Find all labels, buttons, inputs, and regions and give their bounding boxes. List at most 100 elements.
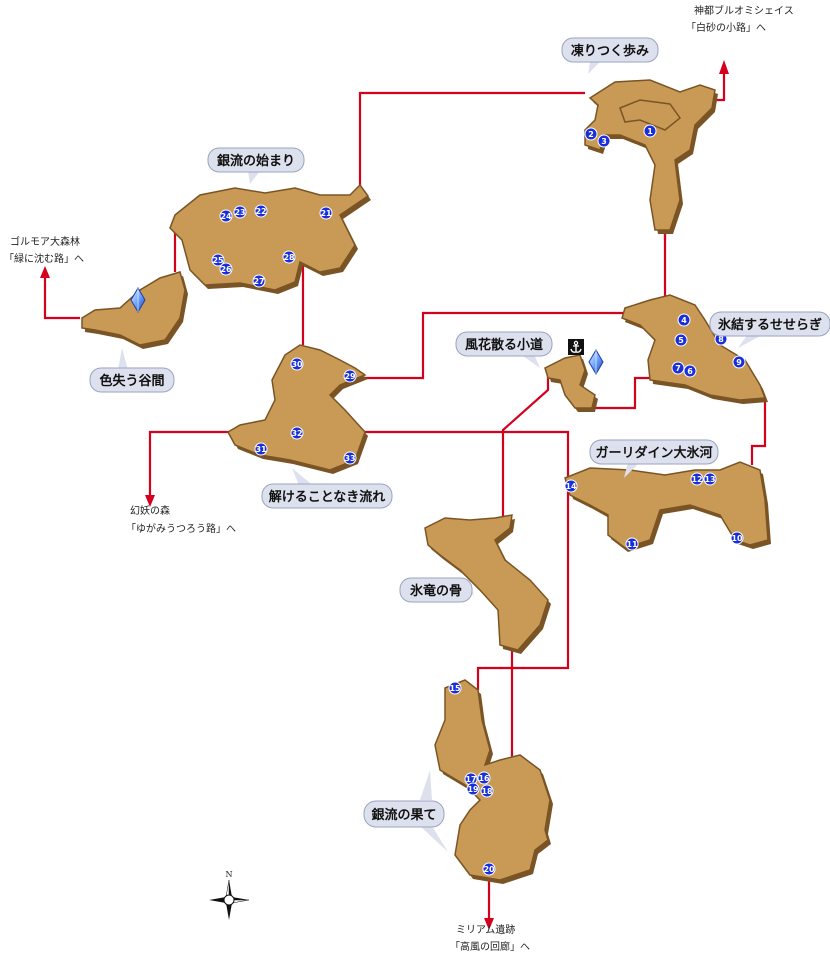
area-fuka (544, 354, 596, 409)
area-garidain (564, 461, 769, 549)
callout-garidain: ガーリダイン大氷河 (589, 439, 719, 478)
callout-fuka: 風花散る小道 (455, 331, 553, 368)
pin-30[interactable]: 30 (290, 357, 304, 371)
svg-text:色失う谷間: 色失う谷間 (99, 373, 164, 389)
svg-text:31: 31 (255, 445, 267, 454)
pin-15[interactable]: 15 (448, 681, 462, 695)
svg-text:16: 16 (478, 774, 490, 783)
save-crystal-icon[interactable] (588, 349, 604, 375)
svg-text:「高風の回廊」へ: 「高風の回廊」へ (450, 940, 530, 953)
pin-7[interactable]: 7 (671, 361, 685, 375)
pin-2[interactable]: 2 (584, 127, 598, 141)
svg-text:33: 33 (344, 454, 355, 463)
svg-text:11: 11 (626, 540, 638, 549)
svg-text:「緑に沈む路」へ: 「緑に沈む路」へ (4, 252, 84, 265)
pin-23[interactable]: 23 (233, 205, 247, 219)
svg-text:「ゆがみうつろう路」へ: 「ゆがみうつろう路」へ (126, 522, 236, 535)
svg-text:26: 26 (220, 265, 232, 274)
pin-29[interactable]: 29 (343, 369, 357, 383)
anchor-icon[interactable] (568, 339, 584, 355)
pin-31[interactable]: 31 (254, 442, 268, 456)
pin-22[interactable]: 22 (254, 204, 268, 218)
pin-6[interactable]: 6 (683, 364, 697, 378)
pin-18[interactable]: 18 (480, 784, 494, 798)
exit-north[interactable]: 神都ブルオミシェイス 「白砂の小路」へ (686, 4, 794, 34)
pin-16[interactable]: 16 (477, 771, 491, 785)
pin-24[interactable]: 24 (219, 209, 233, 223)
callout-ginryu-start: 銀流の始まり (207, 147, 305, 184)
area-ginryu-end (434, 679, 551, 881)
save-crystal-icon[interactable] (130, 287, 146, 313)
pin-12[interactable]: 12 (690, 472, 704, 486)
svg-text:氷結するせせらぎ: 氷結するせせらぎ (718, 317, 822, 333)
svg-text:9: 9 (736, 358, 742, 367)
pin-3[interactable]: 3 (597, 134, 611, 148)
svg-text:幻妖の森: 幻妖の森 (130, 504, 170, 517)
land-areas (81, 79, 771, 884)
pin-5[interactable]: 5 (674, 333, 688, 347)
svg-text:27: 27 (253, 277, 264, 286)
area-hyoryu (424, 514, 549, 651)
pin-11[interactable]: 11 (625, 537, 639, 551)
pin-14[interactable]: 14 (564, 479, 578, 493)
svg-text:2: 2 (588, 130, 594, 139)
route-tokeru-to-garidain (360, 430, 570, 690)
svg-text:「白砂の小路」へ: 「白砂の小路」へ (686, 21, 766, 34)
svg-text:6: 6 (687, 367, 693, 376)
svg-text:20: 20 (483, 865, 495, 874)
callout-kooritsuku: 凍りつく歩み (561, 37, 659, 74)
svg-text:21: 21 (320, 209, 332, 218)
pin-21[interactable]: 21 (319, 206, 333, 220)
area-tokeru (226, 344, 367, 471)
pin-20[interactable]: 20 (482, 862, 496, 876)
pin-33[interactable]: 33 (343, 451, 357, 465)
pin-10[interactable]: 10 (730, 531, 744, 545)
svg-text:24: 24 (220, 212, 232, 221)
callout-tokeru: 解けることなき流れ (261, 468, 393, 509)
svg-text:28: 28 (283, 253, 295, 262)
route-fuka-to-hyoryu (501, 370, 550, 520)
svg-text:14: 14 (565, 482, 577, 491)
pin-13[interactable]: 13 (703, 472, 717, 486)
svg-text:15: 15 (449, 684, 461, 693)
svg-text:1: 1 (647, 127, 653, 136)
area-hyoketsu (621, 294, 767, 401)
area-callouts: 凍りつく歩み 銀流の始まり 色失う谷間 氷結するせせらぎ 風花散る小道 解けるこ… (89, 37, 830, 852)
route-top-link (358, 91, 585, 190)
west-exit-arrow (40, 266, 50, 278)
svg-text:銀流の果て: 銀流の果て (371, 807, 436, 823)
exit-labels: 神都ブルオミシェイス 「白砂の小路」へ ゴルモア大森林 「緑に沈む路」へ 幻妖の… (4, 4, 794, 953)
pin-1[interactable]: 1 (643, 124, 657, 138)
svg-text:4: 4 (681, 316, 687, 325)
route-tokeru-to-hyoketsu (365, 311, 625, 380)
compass-north-label: N (226, 870, 233, 879)
svg-text:ミリアム遺跡: ミリアム遺跡 (456, 923, 515, 936)
pin-32[interactable]: 32 (290, 426, 304, 440)
svg-text:12: 12 (691, 475, 702, 484)
route-west-exit (43, 275, 80, 320)
exit-south[interactable]: ミリアム遺跡 「高風の回廊」へ (450, 923, 530, 953)
callout-ginryu-end: 銀流の果て (363, 770, 448, 852)
treasure-pins: 1 2 3 4 5 6 7 8 9 10 11 12 13 14 15 16 1… (211, 124, 746, 876)
pin-27[interactable]: 27 (252, 274, 266, 288)
svg-text:13: 13 (704, 475, 715, 484)
pin-4[interactable]: 4 (677, 313, 691, 327)
svg-text:22: 22 (255, 207, 266, 216)
pin-19[interactable]: 19 (466, 782, 480, 796)
exit-west[interactable]: ゴルモア大森林 「緑に沈む路」へ (4, 235, 84, 265)
svg-text:ゴルモア大森林: ゴルモア大森林 (10, 235, 80, 248)
exit-southwest[interactable]: 幻妖の森 「ゆがみうつろう路」へ (126, 504, 236, 535)
svg-text:19: 19 (467, 785, 479, 794)
callout-irousu: 色失う谷間 (89, 348, 175, 393)
svg-text:銀流の始まり: 銀流の始まり (217, 153, 295, 169)
svg-text:神都ブルオミシェイス: 神都ブルオミシェイス (694, 4, 794, 17)
svg-text:5: 5 (678, 336, 684, 345)
svg-text:凍りつく歩み: 凍りつく歩み (571, 43, 649, 59)
pin-26[interactable]: 26 (219, 262, 233, 276)
pin-25[interactable]: 25 (211, 253, 225, 267)
svg-text:風花散る小道: 風花散る小道 (465, 337, 543, 353)
pin-28[interactable]: 28 (282, 250, 296, 264)
pin-9[interactable]: 9 (732, 355, 746, 369)
route-lines (40, 60, 767, 930)
